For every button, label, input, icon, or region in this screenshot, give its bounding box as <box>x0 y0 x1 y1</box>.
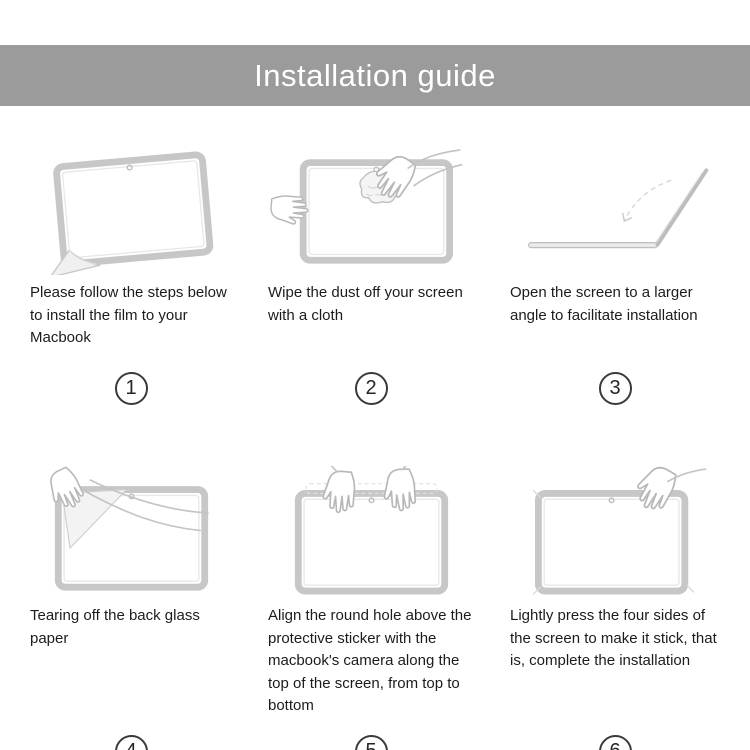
step-number-badge: 5 <box>354 735 388 750</box>
step-number-badge: 4 <box>114 735 148 750</box>
step-number-badge: 1 <box>114 372 148 405</box>
step-number-badge: 6 <box>598 735 632 750</box>
step-caption: Align the round hole above the protectiv… <box>268 607 472 714</box>
step-number-badge: 2 <box>354 372 388 405</box>
steps-row-1: Please follow the steps below to install… <box>0 106 750 405</box>
step-caption: Tearing off the back glass paper <box>30 607 200 647</box>
step-2: Wipe the dust off your screen with a clo… <box>250 140 492 405</box>
press-four-sides-icon <box>502 463 728 601</box>
page-title: Installation guide <box>254 57 496 93</box>
step-3: Open the screen to a larger angle to fac… <box>492 140 738 405</box>
step-caption: Lightly press the four sides of the scre… <box>510 607 717 669</box>
tear-back-paper-icon <box>22 463 240 601</box>
steps-row-2: Tearing off the back glass paper 4 Align… <box>0 429 750 750</box>
open-laptop-angle-icon <box>502 140 728 278</box>
step-caption: Wipe the dust off your screen with a clo… <box>268 284 463 324</box>
step-1: Please follow the steps below to install… <box>12 140 250 405</box>
step-5: Align the round hole above the protectiv… <box>250 463 492 750</box>
peel-film-screen-icon <box>22 140 240 278</box>
align-film-camera-icon <box>260 463 482 601</box>
step-4: Tearing off the back glass paper 4 <box>12 463 250 750</box>
step-caption: Open the screen to a larger angle to fac… <box>510 284 698 324</box>
step-6: Lightly press the four sides of the scre… <box>492 463 738 750</box>
step-caption: Please follow the steps below to install… <box>30 284 227 346</box>
header-bar: Installation guide <box>0 45 750 106</box>
step-number-badge: 3 <box>598 372 632 405</box>
wipe-screen-cloth-icon <box>260 140 482 278</box>
